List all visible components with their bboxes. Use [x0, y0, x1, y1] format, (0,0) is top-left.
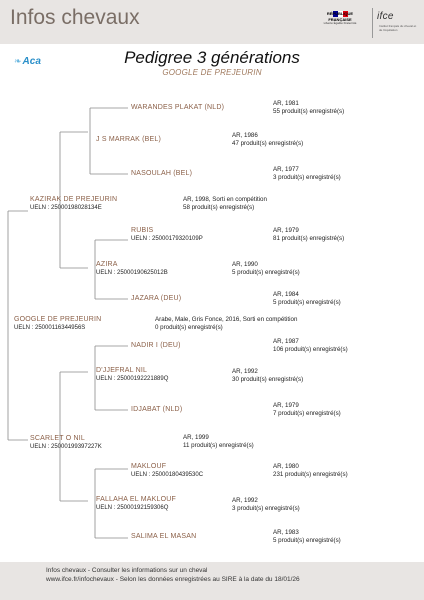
horse-ueln-sire-dam: UELN : 25000190625012B	[96, 270, 168, 276]
footer-band: Infos chevaux - Consulter les informatio…	[0, 562, 424, 600]
horse-name-sire-sire[interactable]: J S MARRAK (BEL)	[96, 136, 162, 143]
horse-offspring-count: 11 produit(s) enregistré(s)	[183, 441, 254, 449]
horse-offspring-count: 5 produit(s) enregistré(s)	[273, 298, 341, 306]
horse-offspring-count: 3 produit(s) enregistré(s)	[232, 504, 300, 512]
horse-ueln-subject: UELN : 25000116344956S	[14, 325, 86, 331]
horse-breed-year: AR, 1992	[232, 368, 258, 375]
horse-breed-year: AR, 1980	[273, 463, 299, 470]
horse-offspring-count: 81 produit(s) enregistré(s)	[273, 234, 345, 242]
horse-name-sire-dam-sire[interactable]: RUBIS	[131, 227, 154, 234]
republique-francaise-logo: RÉPUBLIQUE FRANÇAISE Liberté Égalité Fra…	[318, 4, 362, 40]
ifce-logo-text: ifce	[377, 11, 394, 22]
horse-info-sire-dam-dam: AR, 1984 5 produit(s) enregistré(s)	[273, 291, 341, 306]
horse-breed-year: AR, 1983	[273, 529, 299, 536]
french-flag-icon	[332, 4, 348, 17]
horse-name-sire-dam-dam[interactable]: JAZARA (DEU)	[131, 295, 182, 302]
horse-breed-year: AR, 1986	[232, 132, 258, 139]
app-title: Infos chevaux	[10, 6, 140, 29]
horse-ueln-dam-sire: UELN : 25000192221889Q	[96, 376, 169, 382]
horse-info-dam-dam-sire: AR, 1980 231 produit(s) enregistré(s)	[273, 463, 348, 478]
horse-name-dam[interactable]: SCARLET O NIL	[30, 435, 85, 442]
horse-breed-year: AR, 1990	[232, 261, 258, 268]
horse-offspring-count: 0 produit(s) enregistré(s)	[155, 323, 223, 331]
horse-ueln-sire: UELN : 25000198028134E	[30, 205, 102, 211]
rf-line2: FRANÇAISE	[328, 17, 352, 22]
horse-ueln-dam-dam: UELN : 25000192159306Q	[96, 505, 169, 511]
horse-info-dam: AR, 1999 11 produit(s) enregistré(s)	[183, 434, 254, 449]
horse-breed-year: Arabe, Male, Gris Fonce, 2016, Sorti en …	[155, 316, 298, 323]
horse-name-sire-sire-dam[interactable]: NASOULAH (BEL)	[131, 170, 193, 177]
horse-info-sire-sire-sire: AR, 1981 55 produit(s) enregistré(s)	[273, 100, 344, 115]
horse-info-sire-sire-dam: AR, 1977 3 produit(s) enregistré(s)	[273, 166, 341, 181]
horse-breed-year: AR, 1977	[273, 166, 299, 173]
footer-line-2: www.ifce.fr/infochevaux - Selon les donn…	[46, 576, 300, 583]
horse-name-sire-dam[interactable]: AZIRA	[96, 261, 118, 268]
ifce-logo: ifce Institut français du cheval et de l…	[372, 8, 419, 38]
horse-name-dam-dam-dam[interactable]: SALIMA EL MASAN	[131, 533, 197, 540]
horse-info-subject: Arabe, Male, Gris Fonce, 2016, Sorti en …	[155, 316, 297, 331]
horse-ueln-sire-dam-sire: UELN : 25000179320109P	[131, 236, 203, 242]
ifce-logo-subtitle: Institut français du cheval et de l'équi…	[379, 24, 417, 32]
horse-breed-year: AR, 1987	[273, 338, 299, 345]
horse-info-sire: AR, 1998, Sorti en compétition 58 produi…	[183, 196, 267, 211]
horse-ueln-dam-dam-sire: UELN : 25000180439530C	[131, 472, 204, 478]
horse-name-dam-sire-sire[interactable]: NADIR I (DEU)	[131, 342, 181, 349]
horse-offspring-count: 47 produit(s) enregistré(s)	[232, 139, 304, 147]
horse-offspring-count: 30 produit(s) enregistré(s)	[232, 375, 304, 383]
horse-offspring-count: 106 produit(s) enregistré(s)	[273, 345, 348, 353]
horse-name-dam-dam-sire[interactable]: MAKLOUF	[131, 463, 167, 470]
horse-info-dam-dam-dam: AR, 1983 5 produit(s) enregistré(s)	[273, 529, 341, 544]
aca-logo: ❧Aca	[14, 56, 41, 67]
horse-name-dam-sire-dam[interactable]: IDJABAT (NLD)	[131, 406, 183, 413]
horse-name-dam-dam[interactable]: FALLAHA EL MAKLOUF	[96, 496, 176, 503]
horse-info-dam-sire-sire: AR, 1987 106 produit(s) enregistré(s)	[273, 338, 348, 353]
horse-breed-year: AR, 1979	[273, 227, 299, 234]
horse-info-dam-dam: AR, 1992 3 produit(s) enregistré(s)	[232, 497, 300, 512]
horse-breed-year: AR, 1981	[273, 100, 299, 107]
horse-info-dam-sire-dam: AR, 1979 7 produit(s) enregistré(s)	[273, 402, 341, 417]
horse-info-sire-dam: AR, 1990 5 produit(s) enregistré(s)	[232, 261, 300, 276]
page-subtitle: GOOGLE DE PREJEURIN	[162, 68, 262, 77]
horse-info-sire-dam-sire: AR, 1979 81 produit(s) enregistré(s)	[273, 227, 344, 242]
horse-breed-year: AR, 1998, Sorti en compétition	[183, 196, 267, 203]
horse-offspring-count: 5 produit(s) enregistré(s)	[273, 536, 341, 544]
header-band: Infos chevaux RÉPUBLIQUE FRANÇAISE Liber…	[0, 0, 424, 44]
horse-ueln-dam: UELN : 25000199397227K	[30, 444, 102, 450]
horse-name-dam-sire[interactable]: D'JJEFRAL NIL	[96, 367, 148, 374]
horse-offspring-count: 5 produit(s) enregistré(s)	[232, 268, 300, 276]
horse-offspring-count: 55 produit(s) enregistré(s)	[273, 107, 345, 115]
horse-name-sire-sire-sire[interactable]: WARANDES PLAKAT (NLD)	[131, 104, 225, 111]
aca-logo-text: Aca	[22, 56, 41, 67]
horse-breed-year: AR, 1979	[273, 402, 299, 409]
rf-motto: Liberté Égalité Fraternité	[323, 21, 357, 25]
horse-offspring-count: 3 produit(s) enregistré(s)	[273, 173, 341, 181]
footer-line-1: Infos chevaux - Consulter les informatio…	[46, 567, 208, 574]
horse-offspring-count: 58 produit(s) enregistré(s)	[183, 203, 255, 211]
horse-name-sire[interactable]: KAZIRAK DE PREJEURIN	[30, 196, 118, 203]
horse-breed-year: AR, 1992	[232, 497, 258, 504]
horse-breed-year: AR, 1984	[273, 291, 299, 298]
page-title: Pedigree 3 générations	[124, 48, 300, 67]
rf-line1: RÉPUBLIQUE	[326, 11, 354, 16]
horse-breed-year: AR, 1999	[183, 434, 209, 441]
aca-horse-icon: ❧	[14, 56, 22, 66]
horse-offspring-count: 7 produit(s) enregistré(s)	[273, 409, 341, 417]
horse-name-subject[interactable]: GOOGLE DE PREJEURIN	[14, 316, 102, 323]
horse-info-dam-sire: AR, 1992 30 produit(s) enregistré(s)	[232, 368, 303, 383]
horse-offspring-count: 231 produit(s) enregistré(s)	[273, 470, 348, 478]
horse-info-sire-sire: AR, 1986 47 produit(s) enregistré(s)	[232, 132, 303, 147]
